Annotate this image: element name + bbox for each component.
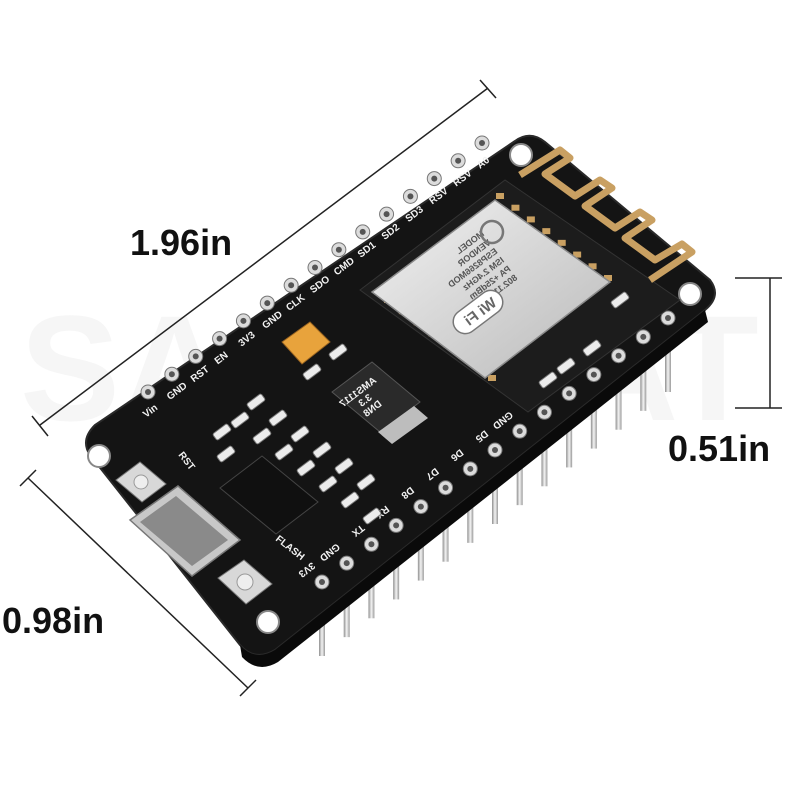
mounting-holes (87, 143, 702, 634)
bottom-pin-hole (492, 447, 498, 453)
mounting-hole-4 (678, 282, 702, 306)
bottom-pin-hole (516, 428, 523, 435)
bottom-pin-hole (442, 484, 449, 491)
smd-component (296, 459, 316, 477)
bottom-pin-hole (566, 390, 573, 397)
pcb-edge (240, 310, 708, 667)
tantalum-capacitor (281, 321, 331, 365)
usb-serial-chip (219, 455, 319, 535)
module-pad (542, 228, 551, 235)
smd-component (334, 457, 354, 475)
header-pin (615, 359, 622, 430)
top-pin-hole (264, 300, 271, 307)
smd-component (216, 445, 236, 463)
module-pad (573, 251, 582, 258)
top-pin-hole (383, 211, 390, 218)
smd-component (302, 363, 322, 381)
mounting-hole-1 (87, 444, 111, 468)
smd-component (610, 291, 630, 309)
bottom-pin-hole (541, 409, 548, 416)
smd-component (356, 473, 376, 491)
header-pin (590, 378, 597, 449)
bottom-pin-hole (590, 371, 597, 378)
bottom-pin-hole (343, 560, 350, 567)
top-pin-hole (145, 389, 151, 395)
bottom-pin-hole (640, 333, 647, 340)
top-pin-hole (335, 246, 342, 253)
bottom-pin-hole (665, 315, 671, 321)
length-dimension-label: 1.96in (130, 222, 233, 263)
dimension-line-height (735, 277, 782, 409)
width-dimension-label: 0.98in (2, 600, 105, 641)
mounting-hole-2 (256, 610, 280, 634)
smd-component (230, 411, 250, 429)
reset-button[interactable] (115, 461, 167, 503)
bottom-pin-hole (615, 352, 622, 359)
bottom-pin-pads (314, 310, 676, 590)
top-pin-hole (240, 317, 247, 324)
smd-component (246, 393, 266, 411)
smd-component (340, 491, 360, 509)
top-pin-hole (407, 193, 414, 200)
module-pad (588, 263, 597, 270)
dimension-line-length (31, 79, 497, 437)
smd-component (328, 343, 348, 361)
smd-component (582, 339, 602, 357)
module-pad (526, 216, 535, 223)
top-pin-hole (216, 335, 223, 342)
module-pad (488, 375, 496, 381)
smd-component (268, 409, 288, 427)
fcc-logo (479, 219, 505, 245)
voltage-regulator: AMS1117 3.3 DN8 (331, 361, 428, 444)
mounting-hole-3 (509, 143, 533, 167)
smd-component (312, 441, 332, 459)
top-pin-hole (455, 157, 462, 164)
pcb-antenna (518, 146, 696, 283)
module-pad (496, 193, 504, 199)
smd-component (252, 427, 272, 445)
smd-component (318, 475, 338, 493)
esp8266-module: MODEL VENDOR ESP8266MOD ISM 2.4GHz PA +2… (359, 146, 696, 413)
height-dimension-label: 0.51in (668, 428, 771, 469)
top-pin-hole (431, 175, 438, 182)
header-pin (566, 397, 573, 468)
header-pin (665, 322, 671, 392)
module-pad (557, 239, 566, 246)
top-pin-hole (479, 140, 485, 146)
bottom-pin-hole (368, 541, 375, 548)
smd-component (538, 371, 558, 389)
bottom-pin-hole (393, 522, 400, 529)
module-shield (370, 199, 612, 379)
top-pin-hole (359, 228, 366, 235)
dimension-line-width (19, 469, 257, 697)
top-pin-hole (312, 264, 318, 271)
micro-usb-port[interactable] (128, 485, 242, 577)
header-pin (640, 340, 647, 411)
smd-component (274, 443, 294, 461)
module-pad (511, 204, 520, 211)
module-pad (604, 275, 612, 281)
smd-component (556, 357, 576, 375)
smd-component (362, 507, 382, 525)
top-pin-hole (168, 371, 175, 378)
top-pin-hole (192, 353, 199, 360)
top-pin-pads (140, 135, 490, 400)
smd-component (212, 423, 232, 441)
flash-button[interactable] (217, 559, 273, 605)
smd-components (212, 291, 630, 525)
bottom-pin-hole (467, 465, 474, 472)
top-pin-hole (288, 282, 295, 289)
smd-component (290, 425, 310, 443)
bottom-pin-hole (319, 579, 325, 585)
bottom-pin-hole (417, 503, 424, 510)
